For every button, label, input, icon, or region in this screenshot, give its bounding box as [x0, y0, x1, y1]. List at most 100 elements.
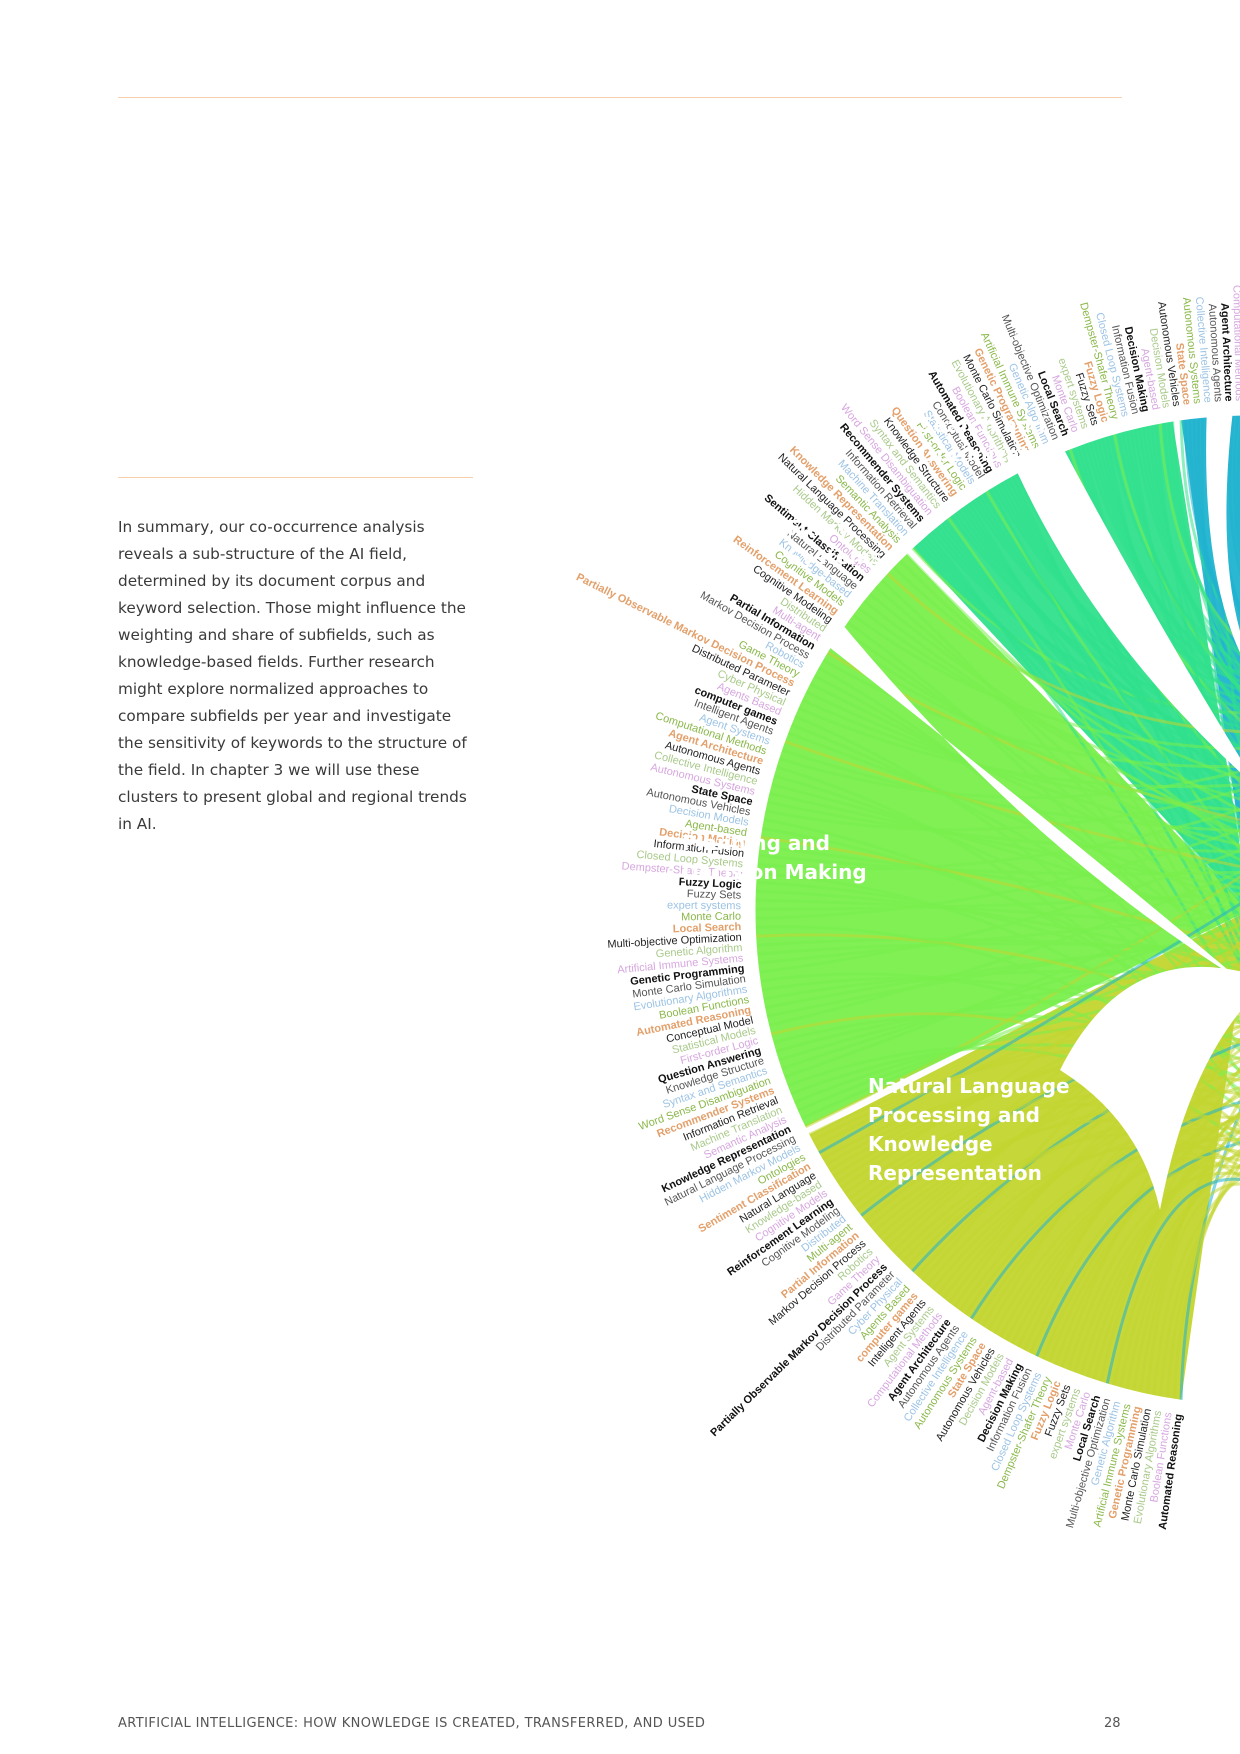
chord [793, 714, 1240, 1378]
chord [862, 599, 1240, 1015]
chord [1047, 1008, 1240, 1363]
chord [930, 530, 1240, 741]
chord [958, 1146, 1240, 1342]
chord [768, 660, 1240, 1027]
chord [1179, 589, 1240, 1401]
chord [1105, 1177, 1240, 1385]
chord [809, 682, 1240, 1074]
chord [936, 1062, 1240, 1296]
chord [1138, 675, 1240, 1393]
chord [1004, 1084, 1240, 1342]
chord [981, 830, 1240, 1328]
chord [1073, 1140, 1240, 1374]
chord [1088, 441, 1240, 791]
chord [892, 565, 1240, 852]
chord-gap [1206, 415, 1240, 700]
keyword-label: Local Search [673, 921, 742, 935]
chord-gap [1016, 449, 1240, 790]
chord [1232, 415, 1240, 886]
chord [787, 731, 1240, 1090]
chord [778, 589, 1240, 799]
chord [1086, 908, 1240, 1378]
chord [898, 559, 1240, 998]
chord [824, 1071, 1240, 1244]
chord [1159, 1065, 1240, 1397]
chord [835, 865, 1240, 1184]
chord [841, 628, 1240, 1257]
chord [826, 650, 1240, 886]
chord [874, 585, 1240, 1244]
chord [1200, 417, 1240, 1378]
sidebar-divider [118, 477, 473, 478]
chord [926, 1145, 1240, 1384]
chord [953, 511, 1240, 886]
chord [1145, 1182, 1240, 1395]
chord [847, 1087, 1240, 1257]
chord [891, 675, 1240, 1254]
chord [1125, 925, 1240, 1390]
chord [900, 1115, 1240, 1281]
chord [813, 674, 1240, 1269]
chord [1066, 1171, 1240, 1371]
chord [947, 813, 1240, 1304]
keyword-label: expert systems [667, 900, 742, 913]
chord [801, 698, 1240, 818]
chord [1118, 1054, 1240, 1388]
chord [766, 882, 1240, 1019]
chord [1137, 427, 1240, 869]
chord [1092, 882, 1240, 1381]
chord [1041, 1028, 1240, 1361]
chord [1054, 865, 1240, 1366]
chord [942, 960, 1240, 1300]
chord [808, 1038, 1240, 1138]
chord [1132, 779, 1240, 1392]
chord [1188, 418, 1240, 947]
chord [1010, 993, 1240, 1345]
chord [910, 943, 1240, 1273]
chord [1158, 423, 1240, 702]
chord [1133, 428, 1240, 709]
page-number: 28 [1104, 1716, 1121, 1731]
chord [758, 844, 1240, 981]
chord [967, 501, 1240, 1365]
chord [1179, 419, 1240, 684]
chord [872, 1101, 1240, 1269]
chord [964, 1137, 1240, 1316]
chord [1016, 847, 1240, 1348]
chord [1079, 1041, 1240, 1376]
chord [859, 882, 1240, 1218]
keyword-label: Agent Architecture [1218, 303, 1234, 402]
chord [1162, 422, 1240, 851]
chord [828, 1011, 1240, 1172]
chord [920, 538, 1240, 1090]
footer-title: ARTIFICIAL INTELLIGENCE: HOW KNOWLEDGE I… [118, 1716, 706, 1731]
chord [1154, 423, 1240, 1358]
chord [1152, 1153, 1240, 1396]
chord [777, 925, 1240, 1062]
chord [851, 1024, 1240, 1207]
summary-paragraph: In summary, our co-occurrence analysis r… [118, 518, 467, 833]
inner-ring-edge [750, 410, 1240, 1410]
chord [877, 1037, 1240, 1239]
chord [1129, 429, 1240, 1365]
chord [975, 977, 1240, 1324]
chord [940, 522, 1240, 1074]
chord [905, 552, 1240, 1137]
chord [1108, 434, 1240, 718]
chord [755, 898, 1240, 998]
chord-gap [1060, 966, 1240, 1210]
chord [755, 847, 1240, 911]
chord [927, 532, 1240, 1378]
chord [1166, 943, 1240, 1399]
chord [756, 937, 1240, 1041]
chord [1141, 426, 1240, 1015]
chord [992, 485, 1240, 714]
chord [998, 1122, 1240, 1338]
chord [1084, 442, 1240, 726]
keyword-label: Computational Methods [1230, 285, 1240, 402]
